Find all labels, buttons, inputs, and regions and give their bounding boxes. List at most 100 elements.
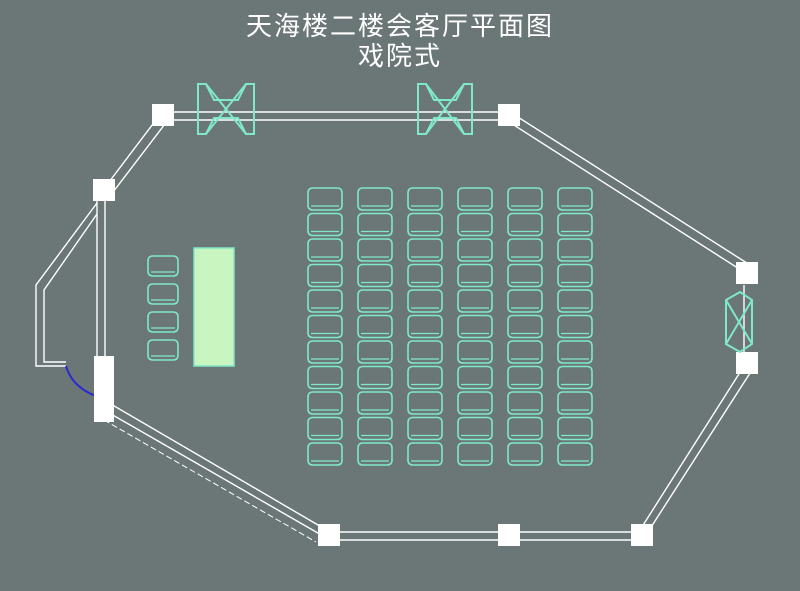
chair-icon (557, 289, 593, 313)
chair-icon (407, 314, 443, 339)
chair-icon (457, 340, 493, 364)
chair-icon (307, 442, 343, 466)
chair-icon (457, 391, 493, 415)
chair-icon (457, 442, 493, 466)
column-pillar-icon (94, 356, 114, 422)
chair-icon (507, 442, 543, 466)
chair-icon (507, 263, 543, 288)
chair-icon (457, 416, 493, 441)
chair-icon (307, 365, 343, 390)
chair-icon (147, 339, 179, 361)
chair-icon (357, 416, 393, 441)
column-pillar-icon (736, 352, 758, 374)
chair-icon (407, 340, 443, 364)
chair-icon (357, 314, 393, 339)
chair-icon (557, 314, 593, 339)
chair-icon (457, 187, 493, 211)
wall-right-lower (645, 369, 753, 536)
layout-style-subtitle: 戏院式 (357, 42, 442, 72)
chair-icon (557, 416, 593, 441)
floor-plan-title: 天海楼二楼会客厅平面图 (245, 12, 554, 42)
column-pillar-icon (152, 104, 174, 126)
window-icon (725, 290, 753, 354)
chair-icon (307, 187, 343, 211)
chair-icon (457, 289, 493, 313)
window-icon (197, 83, 255, 135)
chair-icon (457, 238, 493, 262)
chair-icon (407, 238, 443, 262)
chair-icon (407, 391, 443, 415)
chair-icon (357, 442, 393, 466)
column-pillar-icon (631, 524, 653, 546)
dashed-boundary (103, 419, 317, 543)
chair-icon (407, 212, 443, 237)
chair-icon (307, 340, 343, 364)
chair-icon (407, 187, 443, 211)
chair-icon (557, 391, 593, 415)
chair-icon (507, 314, 543, 339)
chair-icon (557, 187, 593, 211)
chair-icon (507, 340, 543, 364)
wall-left-lower-inner (103, 399, 331, 533)
chair-icon (307, 238, 343, 262)
door-swing-icon (65, 365, 97, 397)
chair-icon (557, 263, 593, 288)
chair-icon (357, 391, 393, 415)
chair-icon (357, 187, 393, 211)
chair-icon (407, 416, 443, 441)
chair-icon (147, 255, 179, 277)
chair-icon (507, 238, 543, 262)
chair-icon (357, 289, 393, 313)
chair-icon (307, 263, 343, 288)
head-table (193, 247, 235, 367)
chair-icon (557, 212, 593, 237)
title-block: 天海楼二楼会客厅平面图 戏院式 (0, 12, 800, 72)
chair-icon (457, 314, 493, 339)
wall-left-upper-inner (109, 119, 169, 197)
chair-icon (357, 340, 393, 364)
column-pillar-icon (736, 262, 758, 284)
chair-icon (357, 238, 393, 262)
chair-icon (307, 314, 343, 339)
chair-icon (147, 311, 179, 333)
column-pillar-icon (498, 104, 520, 126)
chair-icon (507, 365, 543, 390)
chair-icon (307, 212, 343, 237)
head-chairs (147, 255, 179, 361)
chair-icon (307, 416, 343, 441)
audience-seats (307, 187, 593, 466)
chair-icon (357, 365, 393, 390)
pillars (93, 104, 758, 546)
chair-icon (507, 289, 543, 313)
chair-icon (557, 365, 593, 390)
chair-icon (507, 391, 543, 415)
chair-icon (407, 365, 443, 390)
chair-icon (557, 238, 593, 262)
chair-icon (457, 365, 493, 390)
chair-icon (557, 442, 593, 466)
column-pillar-icon (498, 524, 520, 546)
column-pillar-icon (93, 179, 115, 201)
chair-icon (507, 416, 543, 441)
chair-icon (407, 442, 443, 466)
wall-right-upper (509, 111, 751, 266)
wall-side-room (35, 202, 98, 367)
wall-left-lower (103, 409, 331, 541)
chair-icon (357, 212, 393, 237)
chair-icon (357, 263, 393, 288)
chair-icon (407, 289, 443, 313)
wall-side-room-inner (43, 213, 98, 363)
walls (35, 111, 753, 541)
chair-icon (147, 283, 179, 305)
wall-right-lower-inner (639, 365, 745, 531)
chair-icon (457, 263, 493, 288)
chair-icon (507, 212, 543, 237)
column-pillar-icon (318, 524, 340, 546)
chair-icon (407, 263, 443, 288)
windows (197, 83, 753, 354)
chair-icon (507, 187, 543, 211)
chair-icon (307, 289, 343, 313)
chair-icon (557, 340, 593, 364)
chair-icon (307, 391, 343, 415)
